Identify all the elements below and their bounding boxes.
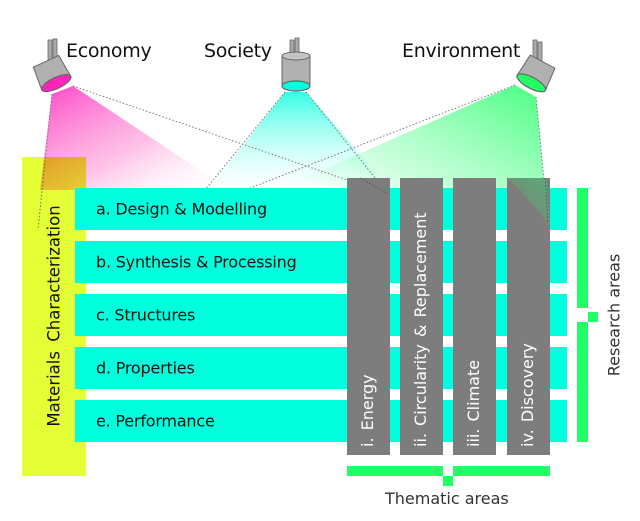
materials-characterization-label: Materials Characterization xyxy=(44,205,64,427)
research-areas-bracket-upper xyxy=(577,188,588,308)
environment-spotlight-icon xyxy=(516,39,556,93)
economy-guide-right xyxy=(72,85,389,195)
thematic-area-column: i. Energy xyxy=(347,178,390,455)
lamp-label-environment: Environment xyxy=(402,40,521,62)
research-areas-title: Research areas xyxy=(604,253,624,377)
thematic-area-label: i. Energy xyxy=(357,374,377,447)
thematic-area-column: iii. Climate xyxy=(453,178,496,455)
environment-guide-left xyxy=(244,84,516,191)
thematic-area-label: ii. Circularity & Replacement xyxy=(410,212,430,447)
economy-beam xyxy=(40,86,230,190)
thematic-area-column: iv. Discovery xyxy=(507,178,550,455)
society-guide-left xyxy=(204,91,286,191)
thematic-areas-bracket-left xyxy=(347,466,443,476)
research-area-label: e. Performance xyxy=(96,411,215,431)
lamp-label-society: Society xyxy=(204,40,272,62)
thematic-area-column: ii. Circularity & Replacement xyxy=(400,178,443,455)
research-areas-bracket-lower xyxy=(577,322,588,442)
thematic-areas-title: Thematic areas xyxy=(385,489,509,508)
research-area-label: c. Structures xyxy=(96,305,196,325)
lamp-label-economy: Economy xyxy=(66,40,152,62)
thematic-areas-bracket-right xyxy=(453,466,550,476)
thematic-area-label: iv. Discovery xyxy=(517,343,537,447)
research-area-label: a. Design & Modelling xyxy=(96,199,267,219)
thematic-area-label: iii. Climate xyxy=(463,359,483,447)
economy-spotlight-icon xyxy=(32,38,72,93)
research-area-label: d. Properties xyxy=(96,358,195,378)
society-guide-right xyxy=(305,91,389,195)
research-area-label: b. Synthesis & Processing xyxy=(96,252,297,272)
society-spotlight-icon xyxy=(281,37,311,92)
thematic-areas-bracket-notch xyxy=(443,476,453,486)
research-areas-bracket-notch xyxy=(588,312,598,322)
